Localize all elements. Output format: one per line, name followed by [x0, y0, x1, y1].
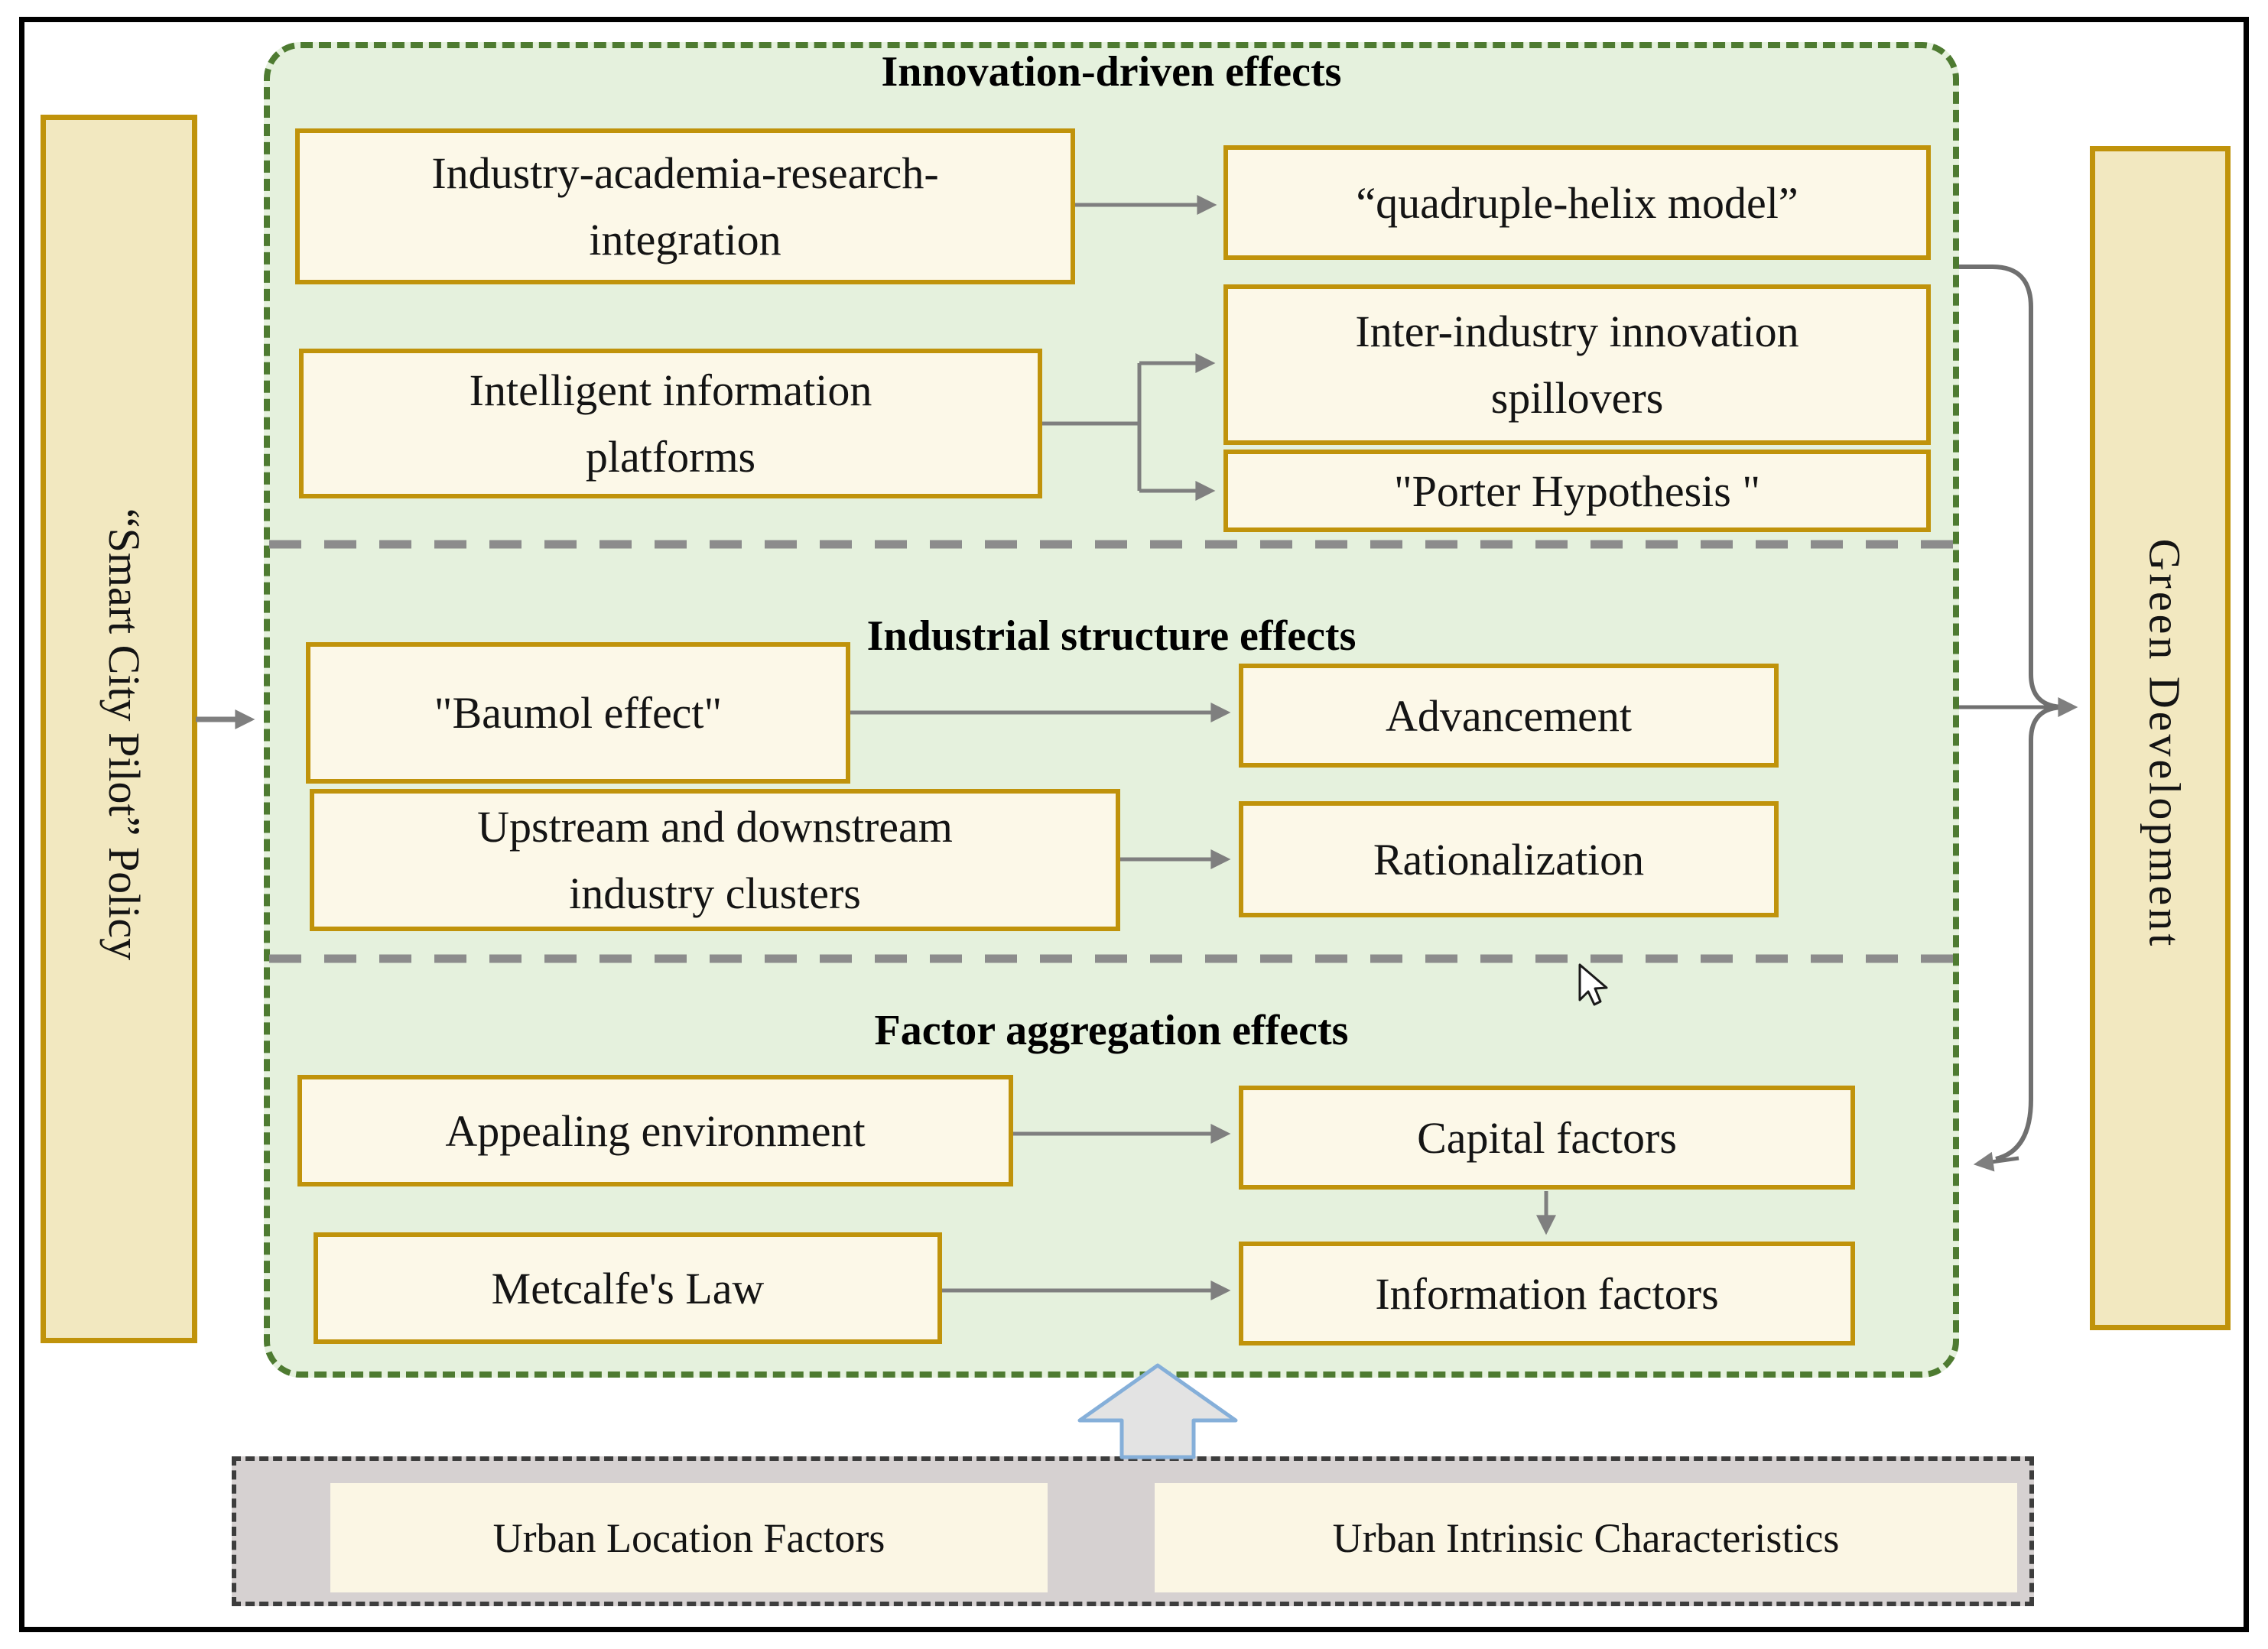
green-development-label: Green Development [2140, 538, 2190, 949]
urban-location-factors-box: Urban Location Factors [330, 1483, 1048, 1592]
node-spillovers: Inter-industry innovation spillovers [1223, 284, 1931, 445]
section-title-innovation: Innovation-driven effects [881, 48, 1342, 96]
node-quadruple-helix-label: “quadruple-helix model” [1356, 177, 1798, 228]
outer-frame [19, 17, 2249, 1632]
node-rationalization-label: Rationalization [1373, 834, 1645, 885]
green-development-box: Green Development [2090, 146, 2231, 1330]
node-appealing-environment: Appealing environment [297, 1075, 1013, 1186]
node-porter-hypothesis: "Porter Hypothesis " [1223, 450, 1931, 532]
node-appealing-environment-label: Appealing environment [445, 1105, 866, 1156]
node-baumol-effect: "Baumol effect" [306, 642, 850, 784]
node-information-factors: Information factors [1239, 1242, 1855, 1345]
node-baumol-effect-label: "Baumol effect" [434, 688, 723, 738]
node-rationalization: Rationalization [1239, 801, 1779, 917]
node-advancement: Advancement [1239, 664, 1779, 768]
node-upstream-clusters: Upstream and downstream industry cluster… [310, 789, 1120, 931]
smart-city-policy-box: “Smart City Pilot” Policy [41, 115, 197, 1343]
node-information-factors-label: Information factors [1375, 1268, 1719, 1319]
urban-intrinsic-characteristics-box: Urban Intrinsic Characteristics [1155, 1483, 2017, 1592]
node-spillovers-label: Inter-industry innovation spillovers [1355, 307, 1799, 423]
urban-intrinsic-characteristics-label: Urban Intrinsic Characteristics [1332, 1514, 1840, 1561]
node-upstream-clusters-label: Upstream and downstream industry cluster… [477, 802, 953, 918]
node-advancement-label: Advancement [1385, 690, 1633, 741]
node-intelligent-platforms-label: Intelligent information platforms [469, 365, 872, 482]
node-metcalfes-law-label: Metcalfe's Law [491, 1263, 765, 1313]
node-industry-academia-label: Industry-academia-research- integration [431, 148, 939, 265]
node-industry-academia: Industry-academia-research- integration [295, 128, 1075, 284]
node-porter-hypothesis-label: "Porter Hypothesis " [1393, 466, 1761, 516]
urban-location-factors-label: Urban Location Factors [492, 1514, 885, 1561]
node-metcalfes-law: Metcalfe's Law [314, 1232, 942, 1344]
section-title-industrial: Industrial structure effects [866, 612, 1357, 660]
node-quadruple-helix: “quadruple-helix model” [1223, 145, 1931, 260]
node-capital-factors-label: Capital factors [1417, 1112, 1677, 1163]
node-capital-factors: Capital factors [1239, 1086, 1855, 1190]
smart-city-policy-label: “Smart City Pilot” Policy [99, 508, 149, 961]
node-intelligent-platforms: Intelligent information platforms [299, 349, 1042, 498]
section-title-factor: Factor aggregation effects [874, 1007, 1349, 1054]
